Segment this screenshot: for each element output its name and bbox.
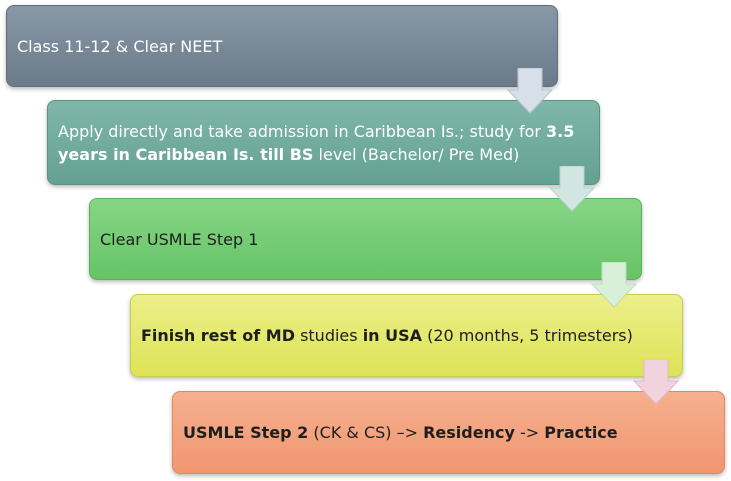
step-5-text-bold-1: USMLE Step 2 <box>183 423 309 442</box>
step-5-text: USMLE Step 2 (CK & CS) –> Residency -> P… <box>183 421 618 444</box>
down-arrow-3-icon <box>590 262 638 308</box>
down-arrow-icon <box>506 68 554 116</box>
step-5-text-bold-3: Practice <box>544 423 618 442</box>
down-arrow-4-icon <box>632 359 680 405</box>
step-4-text-bold-1: Finish rest of MD <box>141 326 295 345</box>
step-5-box: USMLE Step 2 (CK & CS) –> Residency -> P… <box>172 391 725 474</box>
step-2-text-bold-1: 3.5 years in Caribbean Is. till BS <box>58 121 575 164</box>
step-2-text-part-1: Apply directly and take admission in Car… <box>58 121 547 141</box>
step-5-text-part-2: -> <box>514 423 545 442</box>
step-4-box: Finish rest of MD studies in USA (20 mon… <box>130 294 683 377</box>
step-3-text: Clear USMLE Step 1 <box>100 229 259 249</box>
step-4-text-bold-2: in USA <box>362 326 423 345</box>
step-2-text-part-2: level (Bachelor/ Pre Med) <box>313 144 520 164</box>
step-3-box: Clear USMLE Step 1 <box>89 198 642 280</box>
down-arrow-icon <box>590 262 638 310</box>
step-2-text: Apply directly and take admission in Car… <box>58 120 589 166</box>
step-5-text-part-1: (CK & CS) –> <box>308 423 424 442</box>
down-arrow-icon <box>632 359 680 407</box>
step-4-text: Finish rest of MD studies in USA (20 mon… <box>141 324 633 347</box>
down-arrow-icon <box>548 166 596 214</box>
step-4-text-part-2: (20 months, 5 trimesters) <box>422 326 633 345</box>
down-arrow-2-icon <box>548 166 596 212</box>
step-1-text: Class 11-12 & Clear NEET <box>17 36 223 56</box>
step-5-text-bold-2: Residency <box>423 423 515 442</box>
step-2-box: Apply directly and take admission in Car… <box>47 100 600 185</box>
step-1-box: Class 11-12 & Clear NEET <box>6 5 558 87</box>
step-4-text-part-1: studies <box>294 326 363 345</box>
down-arrow-1-icon <box>506 68 554 114</box>
